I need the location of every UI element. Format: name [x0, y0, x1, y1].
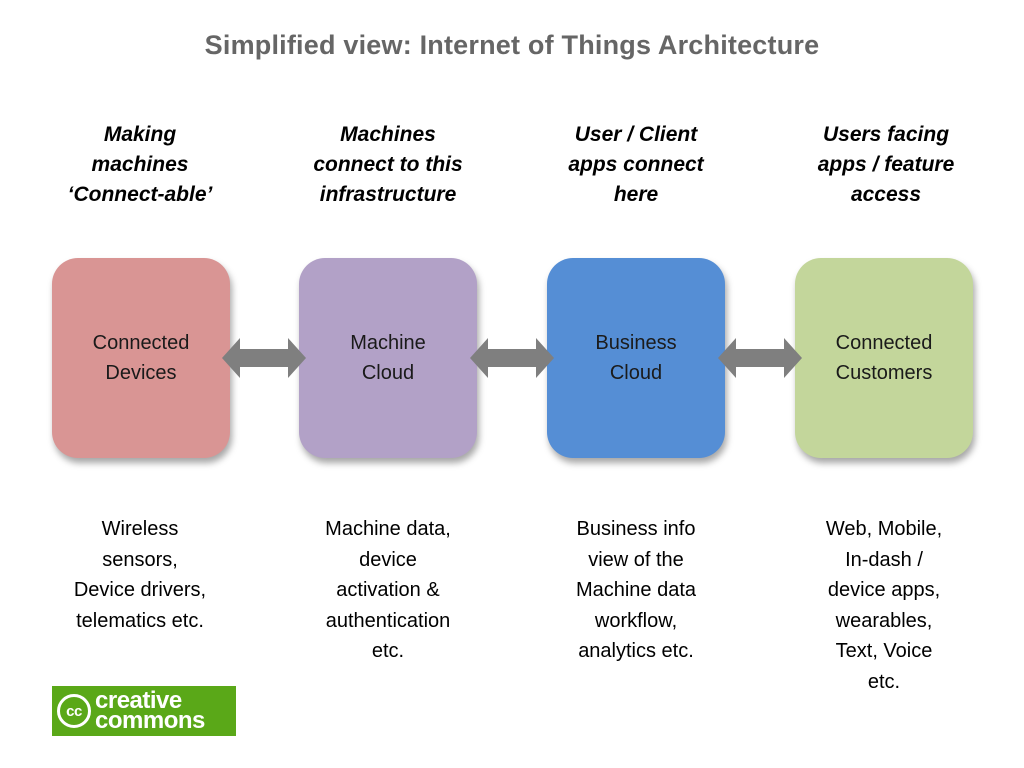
- slide-title: Simplified view: Internet of Things Arch…: [204, 30, 820, 60]
- creative-commons-logo: cc creative commons: [52, 686, 236, 736]
- box-label-machine-cloud: Machine Cloud: [350, 332, 426, 384]
- cc-wordmark: creative commons: [95, 687, 205, 734]
- caption-business-cloud: User / Client apps connect here: [568, 123, 704, 206]
- box-label-connected-devices: Connected Devices: [92, 332, 190, 384]
- box-connected-customers: Connected Customers: [795, 258, 973, 458]
- caption-machine-cloud: Machines connect to this infrastructure: [313, 123, 463, 206]
- cc-word-commons: commons: [95, 707, 205, 734]
- description-connected-devices: Wireless sensors, Device drivers, telema…: [73, 518, 207, 632]
- description-connected-customers: Web, Mobile, In-dash / device apps, wear…: [825, 518, 943, 693]
- box-connected-devices: Connected Devices: [52, 258, 230, 458]
- description-machine-cloud: Machine data, device activation & authen…: [325, 518, 451, 662]
- description-business-cloud: Business info view of the Machine data w…: [575, 518, 697, 662]
- double-arrow-2: [470, 338, 554, 378]
- box-label-business-cloud: Business Cloud: [595, 332, 677, 384]
- double-arrow-3: [718, 338, 802, 378]
- cc-word-creative: creative: [95, 687, 182, 714]
- box-machine-cloud: Machine Cloud: [299, 258, 477, 458]
- box-business-cloud: Business Cloud: [547, 258, 725, 458]
- caption-connected-devices: Making machines ‘Connect-able’: [67, 123, 213, 206]
- box-label-connected-customers: Connected Customers: [835, 332, 933, 384]
- cc-icon: cc: [57, 694, 91, 728]
- caption-connected-customers: Users facing apps / feature access: [817, 123, 955, 206]
- double-arrow-1: [222, 338, 306, 378]
